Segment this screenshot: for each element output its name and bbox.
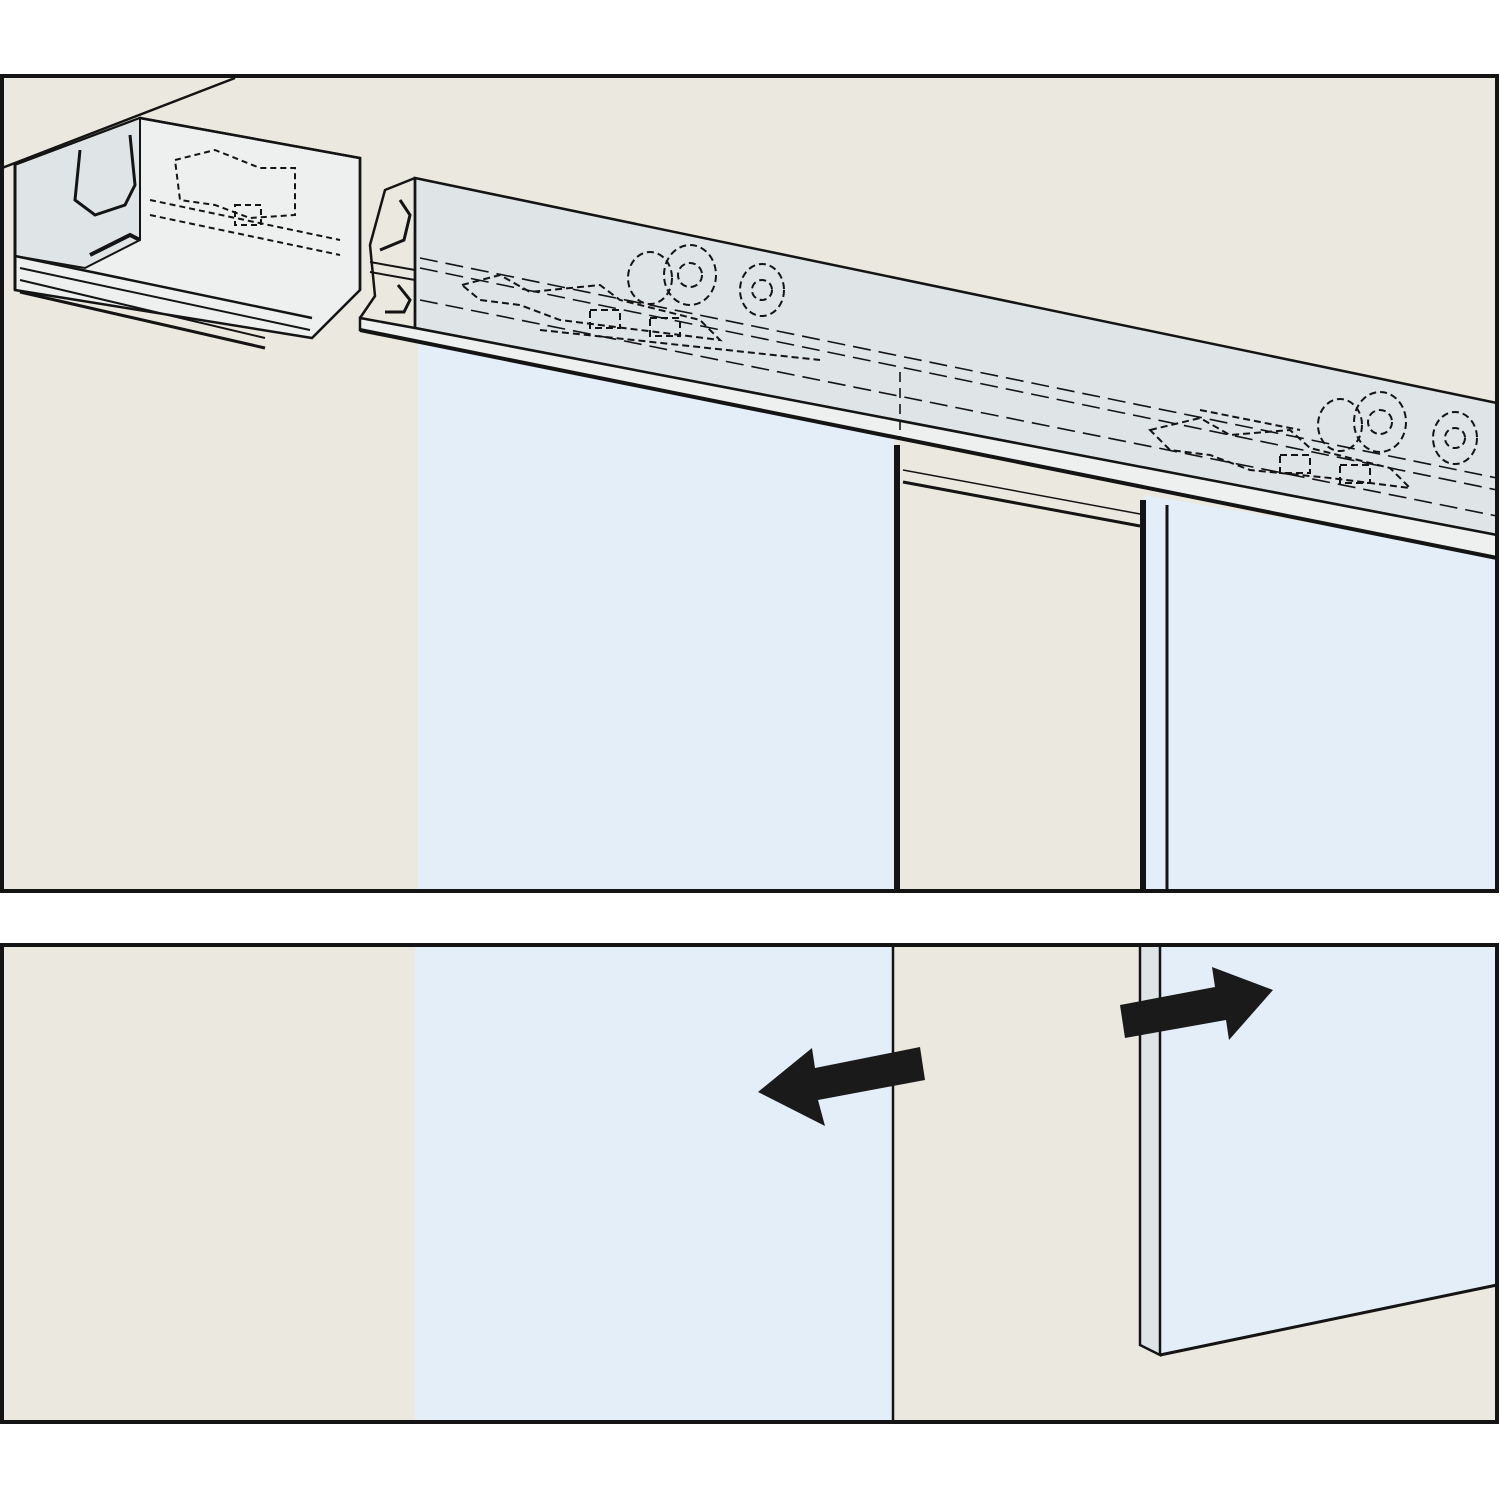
left-arrow-icon <box>758 1047 925 1126</box>
bottom-panel-frame <box>0 943 1499 1424</box>
top-glass-door-right <box>1145 495 1497 891</box>
top-panel-frame <box>0 74 1499 893</box>
end-rail-section <box>13 116 362 350</box>
right-arrow-icon <box>1120 967 1273 1040</box>
carriage-wheel <box>1148 391 1478 490</box>
bottom-door-edge <box>1159 1283 1498 1357</box>
bottom-glass-door-right <box>1160 945 1497 1355</box>
bottom-panel <box>0 943 1499 1424</box>
top-glass-door-left <box>418 340 895 891</box>
main-rail-profile <box>358 176 1499 560</box>
carriage-wheel <box>459 244 821 361</box>
ceiling-edge <box>1 76 236 170</box>
bottom-glass-door-left <box>415 945 893 1422</box>
top-door-edge <box>902 480 1141 528</box>
top-door-edge <box>902 469 1141 515</box>
top-panel <box>0 74 1499 893</box>
